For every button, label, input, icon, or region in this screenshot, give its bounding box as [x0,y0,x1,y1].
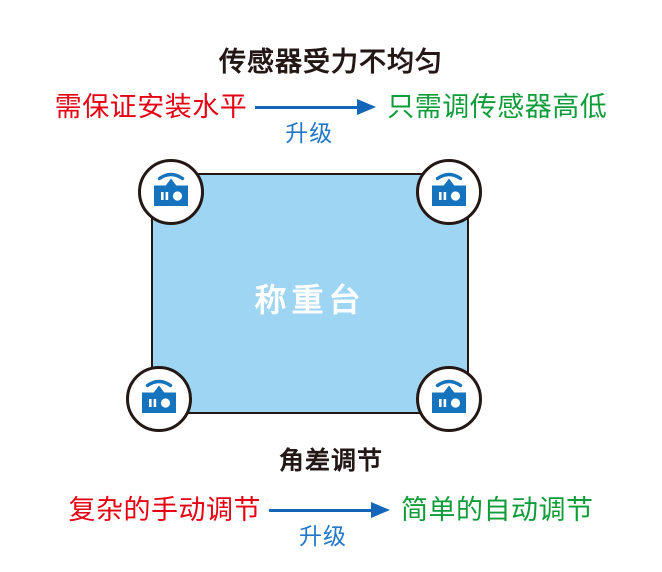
bottom-arrow-caption: 升级 [299,523,347,549]
upgrade-row-top: 需保证安装水平 升级 只需调传感器高低 [0,90,662,150]
top-problem-label: 需保证安装水平 [54,92,248,122]
arrow-head-icon [371,502,390,518]
section-title-angle-adjustment: 角差调节 [278,447,383,475]
arrow-head-icon [357,99,377,115]
bottom-problem-label: 复杂的手动调节 [68,495,261,525]
sensor-icon-bottom-left [126,366,192,432]
upgrade-row-bottom: 复杂的手动调节 升级 简单的自动调节 [0,493,662,553]
bottom-upgrade-arrow: 升级 [267,493,395,549]
bottom-solution-label: 简单的自动调节 [401,495,594,525]
sensor-icon-top-left [138,159,204,225]
top-upgrade-arrow: 升级 [253,90,381,146]
weighing-platform-rect [151,173,469,414]
arrow-line-icon [255,106,360,109]
top-solution-label: 只需调传感器高低 [387,92,608,122]
sensor-icon-top-right [416,159,482,225]
top-arrow-caption: 升级 [285,120,334,146]
sensor-icon-bottom-right [416,366,482,432]
page-title: 传感器受力不均匀 [219,47,443,77]
platform-label: 称重台 [254,282,366,318]
arrow-line-icon [269,509,373,512]
